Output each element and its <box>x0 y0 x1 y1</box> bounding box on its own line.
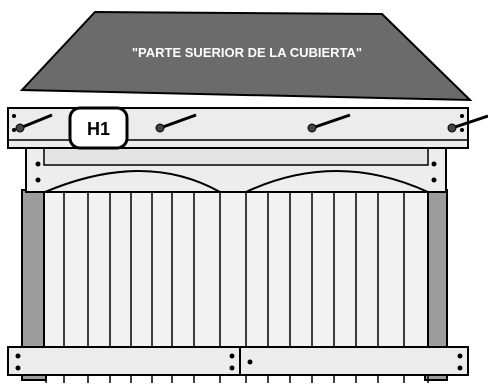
screw-hole-icon <box>457 365 463 371</box>
screw-hole-icon <box>35 177 41 183</box>
part-tag-box <box>68 106 129 150</box>
screw-hole-icon <box>431 177 437 183</box>
screw-hole-icon <box>229 353 235 359</box>
screw-icon <box>307 113 351 133</box>
screw-hole-icon <box>12 128 16 132</box>
screw-hole-icon <box>15 353 21 359</box>
screw-hole-icon <box>247 359 253 365</box>
part-tag-label: H1 <box>87 119 110 139</box>
screw-hole-icon <box>229 365 235 371</box>
screw-hole-icon <box>35 161 41 167</box>
screw-icon <box>447 114 488 133</box>
inner-frame <box>25 146 447 193</box>
arch-top-rail <box>43 146 429 166</box>
screw-hole-icon <box>460 128 464 132</box>
bottom-slat-ends <box>45 375 429 383</box>
bottom-rail <box>7 346 469 383</box>
roof-shape <box>19 10 473 102</box>
arch-trim <box>44 170 429 193</box>
screw-icon <box>15 113 53 133</box>
screw-hole-icon <box>12 114 16 118</box>
screw-icon <box>155 113 197 133</box>
screw-hole-icon <box>15 365 21 371</box>
part-tag-h1: H1 <box>68 106 129 150</box>
screws <box>15 113 488 133</box>
roof-caption: "PARTE SUERIOR DE LA CUBIERTA" <box>132 45 362 60</box>
roof-panel: "PARTE SUERIOR DE LA CUBIERTA" <box>19 10 473 102</box>
screw-hole-icon <box>460 114 464 118</box>
screw-hole-icon <box>431 161 437 167</box>
bottom-rail-board <box>7 346 469 376</box>
screw-hole-icon <box>457 353 463 359</box>
slat-lines <box>63 165 405 355</box>
